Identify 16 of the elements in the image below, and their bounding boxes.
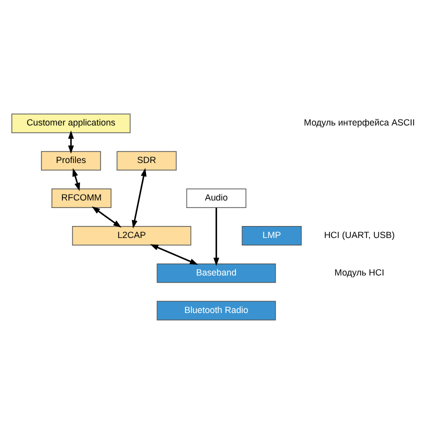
label: HCI (UART, USB) (324, 230, 395, 240)
node-box: Profiles (41, 151, 101, 171)
node-box: Baseband (156, 263, 276, 283)
node-box: RFCOMM (52, 188, 112, 208)
node-box: SDR (116, 151, 177, 171)
arrow (150, 244, 198, 265)
node-box: Bluetooth Radio (156, 300, 276, 320)
node-box: LMP (242, 226, 302, 246)
arrow (132, 168, 146, 228)
arrow (92, 206, 122, 228)
label: Модуль интерфейса ASCII (304, 118, 415, 128)
node-box: Customer applications (11, 114, 131, 134)
node-box: L2CAP (72, 226, 192, 246)
arrow (213, 208, 220, 266)
label: Модуль HCI (334, 268, 384, 278)
node-box: Audio (186, 188, 246, 208)
